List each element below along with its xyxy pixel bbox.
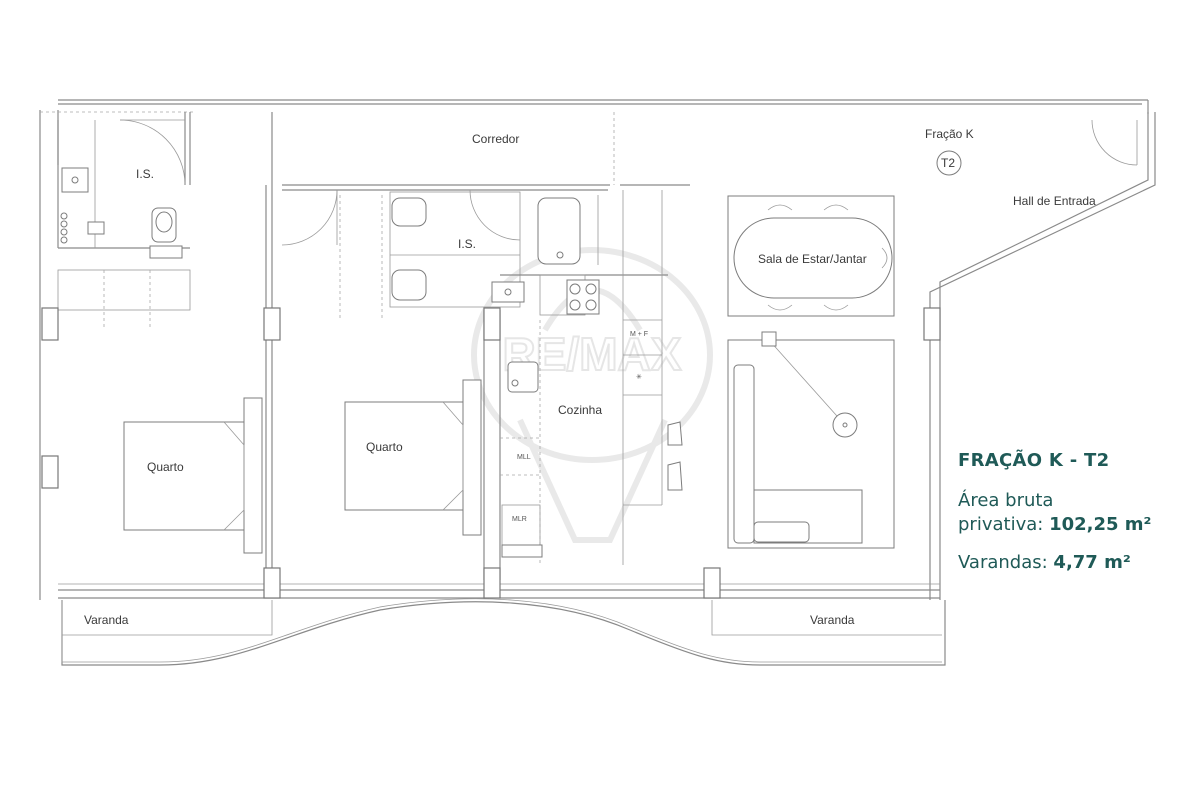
unit-title: FRAÇÃO K - T2 [958,450,1110,471]
varanda-right-label: Varanda [810,613,855,627]
unit-info-panel: FRAÇÃO K - T2 Área bruta privativa: 102,… [958,450,1151,575]
corredor-label: Corredor [472,132,519,146]
hall-label: Hall de Entrada [1013,194,1096,208]
area-value: 102,25 m² [1049,514,1152,535]
fan-icon: ✳ [636,373,642,381]
unit-type-badge: T2 [941,156,955,170]
area-line: privativa: 102,25 m² [958,513,1151,537]
varandas-value: 4,77 m² [1053,552,1131,573]
sala-label: Sala de Estar/Jantar [758,252,867,266]
varanda-left-label: Varanda [84,613,129,627]
bathroom-fixtures [60,167,581,303]
unit-label: Fração K [925,127,974,141]
quarto-mid-label: Quarto [366,440,403,454]
area-label-line-1: Área bruta [958,490,1054,511]
quarto-left-label: Quarto [147,460,184,474]
balconies: Varanda Varanda [61,598,946,666]
beds [123,379,482,554]
area-label-line-2: privativa: [958,514,1044,535]
mlr-label: MLR [512,516,527,523]
living-furniture [727,195,895,549]
mwf-label: M + F [630,331,648,338]
room-labels: Corredor Fração K T2 Hall de Entrada I.S… [136,127,1096,474]
doors [119,119,1138,246]
varandas-line: Varandas: 4,77 m² [958,551,1151,575]
columns [41,307,941,599]
is-main-label: I.S. [458,237,476,251]
is-small-label: I.S. [136,167,154,181]
varandas-label: Varandas: [958,552,1048,573]
mll-label: MLL [517,454,531,461]
kitchen-fixtures: M + F ✳ MLL MLR [501,279,683,558]
cozinha-label: Cozinha [558,403,602,417]
interior-walls [57,112,690,580]
